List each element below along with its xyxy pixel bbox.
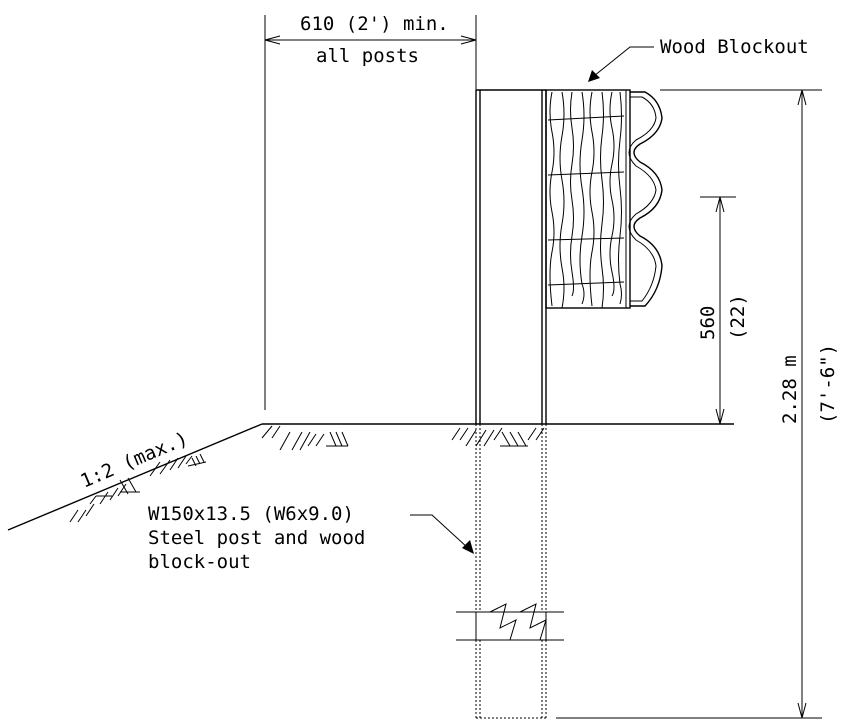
post-note-line2: Steel post and wood bbox=[148, 527, 365, 549]
post-note-line1: W150x13.5 (W6x9.0) bbox=[148, 503, 354, 525]
embedded-post bbox=[475, 424, 547, 719]
soil-hatching bbox=[69, 425, 545, 523]
rail-height-metric: 560 bbox=[697, 306, 719, 340]
break-symbol bbox=[456, 603, 564, 641]
wood-blockout: Wood Blockout bbox=[545, 36, 809, 309]
post-spacing-note: all posts bbox=[316, 45, 419, 67]
post-length-imperial: (7'-6") bbox=[817, 344, 839, 424]
w-beam-rail bbox=[628, 91, 663, 307]
post-spacing-dimension: 610 (2') min. all posts bbox=[264, 13, 477, 410]
post-note-line3: block-out bbox=[148, 551, 251, 573]
wood-blockout-label: Wood Blockout bbox=[660, 36, 809, 58]
rail-height-imperial: (22) bbox=[727, 294, 749, 340]
post-note: W150x13.5 (W6x9.0) Steel post and wood b… bbox=[148, 503, 474, 573]
rail-height-dimension: 560 (22) bbox=[697, 196, 749, 425]
steel-post bbox=[475, 89, 547, 424]
post-length-metric: 2.28 m bbox=[779, 355, 801, 424]
post-spacing-value: 610 (2') min. bbox=[300, 13, 449, 35]
ground-line bbox=[7, 423, 734, 531]
post-length-dimension: 2.28 m (7'-6") bbox=[556, 89, 839, 719]
